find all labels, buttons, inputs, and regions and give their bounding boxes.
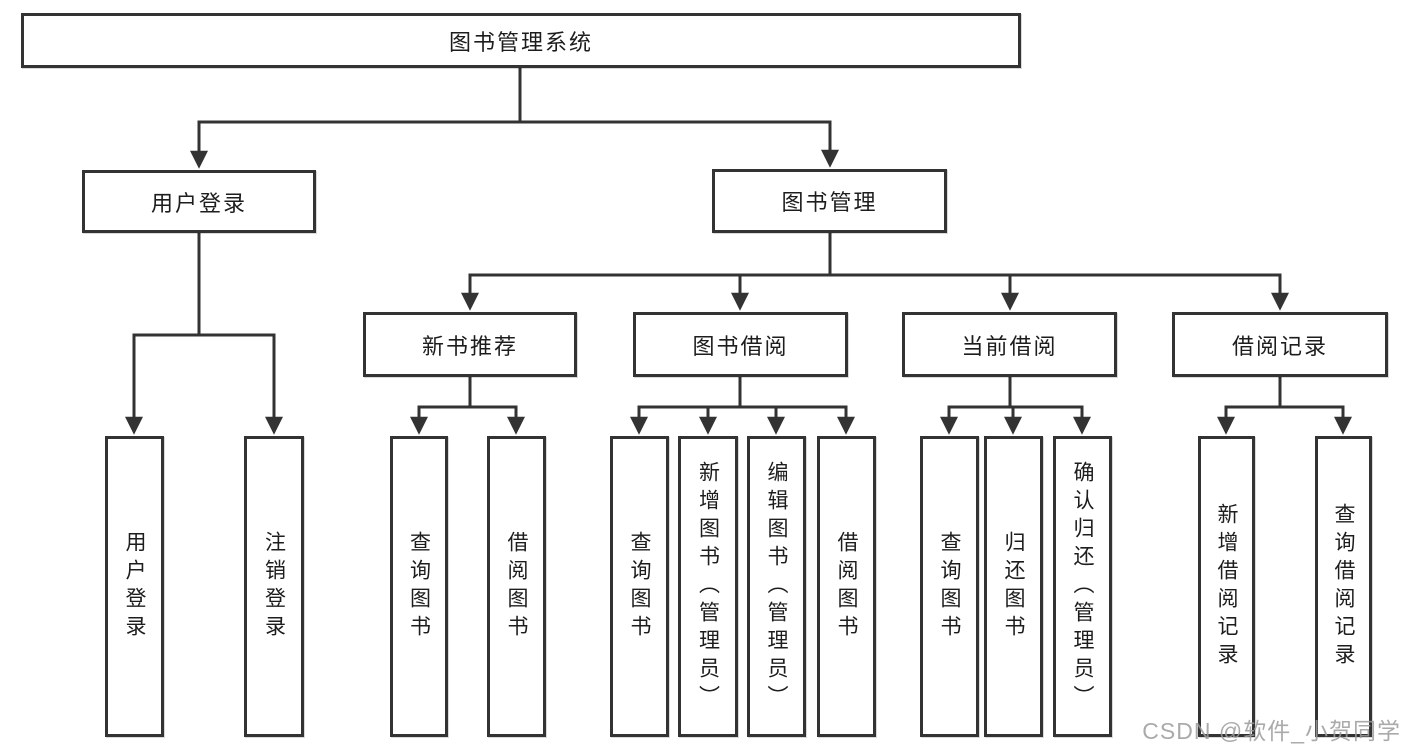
csdn-watermark: CSDN @软件_小贺同学 — [1142, 718, 1401, 744]
leaf-edit-books-admin: 编辑图书（管理员） — [747, 436, 806, 737]
leaf-borrow-books: 借阅图书 — [817, 436, 876, 737]
leaf-add-borrow-record: 新增借阅记录 — [1198, 436, 1255, 737]
node-label: 查询借阅记录 — [1332, 502, 1355, 671]
node-label: 新书推荐 — [421, 333, 518, 359]
node-label: 图书管理系统 — [448, 29, 593, 55]
node-book-borrow: 图书借阅 — [633, 312, 848, 377]
leaf-query-books-borrow: 查询图书 — [610, 436, 669, 737]
leaf-logout: 注销登录 — [244, 436, 304, 737]
node-user-login: 用户登录 — [82, 170, 316, 233]
node-label: 用户登录 — [150, 190, 247, 216]
node-library-management-system: 图书管理系统 — [21, 13, 1021, 68]
leaf-borrow-books-recommend: 借阅图书 — [487, 436, 546, 737]
node-label: 编辑图书（管理员） — [765, 460, 788, 713]
leaf-query-books-current: 查询图书 — [920, 436, 979, 737]
node-label: 查询图书 — [407, 530, 431, 643]
node-label: 确认归还（管理员） — [1071, 460, 1094, 713]
node-label: 归还图书 — [1002, 530, 1025, 643]
node-label: 查询图书 — [938, 530, 961, 643]
node-label: 借阅图书 — [505, 530, 528, 643]
node-book-management: 图书管理 — [712, 169, 947, 233]
leaf-query-books-recommend: 查询图书 — [390, 436, 448, 737]
node-label: 新增借阅记录 — [1215, 502, 1238, 671]
node-borrow-records: 借阅记录 — [1172, 312, 1388, 377]
node-label: 注销登录 — [262, 530, 286, 643]
leaf-user-login: 用户登录 — [105, 436, 164, 737]
node-new-book-recommend: 新书推荐 — [363, 312, 577, 377]
leaf-return-books: 归还图书 — [984, 436, 1043, 737]
node-label: 用户登录 — [123, 530, 146, 643]
node-label: 新增图书（管理员） — [696, 460, 720, 713]
leaf-confirm-return-admin: 确认归还（管理员） — [1053, 436, 1112, 737]
node-label: 图书借阅 — [692, 333, 789, 359]
node-label: 查询图书 — [628, 530, 651, 643]
leaf-query-borrow-record: 查询借阅记录 — [1315, 436, 1372, 737]
node-label: 图书管理 — [781, 190, 878, 215]
node-label: 借阅记录 — [1231, 333, 1328, 359]
node-label: 借阅图书 — [835, 530, 858, 643]
leaf-add-books-admin: 新增图书（管理员） — [678, 436, 738, 737]
node-current-borrow: 当前借阅 — [902, 312, 1117, 377]
node-label: 当前借阅 — [961, 333, 1058, 359]
